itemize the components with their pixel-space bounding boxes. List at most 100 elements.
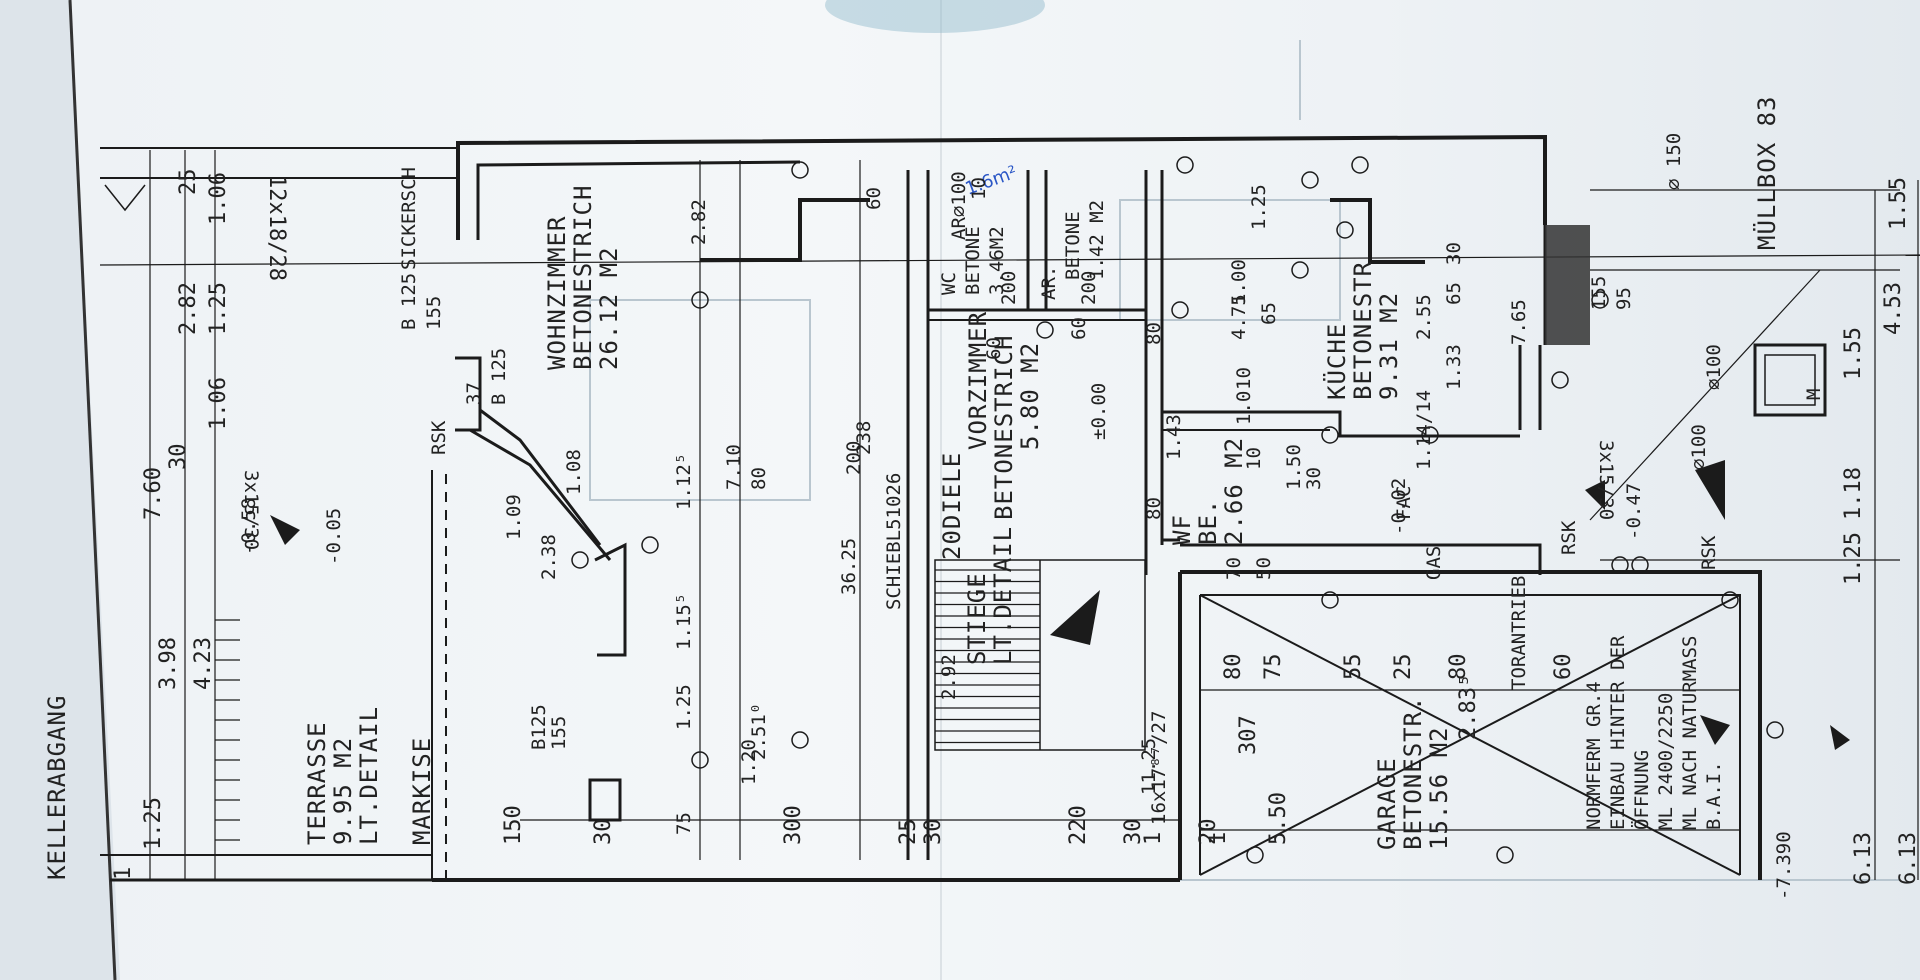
dimension-bottom-8: 20 <box>1196 819 1221 846</box>
paper-sheet <box>70 0 1920 980</box>
dimension-garage-3: 55 <box>1341 654 1366 681</box>
outlet-symbol <box>1721 591 1739 609</box>
outlet-symbol <box>571 551 589 569</box>
fac-label: FAC <box>1393 486 1415 520</box>
paper-fold <box>940 0 942 980</box>
dimension-misc-7: 2.51⁰ <box>748 703 770 760</box>
walls <box>100 134 1762 882</box>
dimension-misc-8: 36.25 <box>838 538 860 595</box>
stair-treads <box>935 569 1040 744</box>
garage-note-1: NORMFERM GR.4 <box>1583 681 1605 830</box>
outlet-symbol <box>1591 291 1609 309</box>
dimension-lines <box>99 150 1920 880</box>
level-0: ±0.00 <box>1088 383 1110 440</box>
outlet-symbol <box>1336 221 1354 239</box>
dimension-bottom-5: 220 <box>1066 805 1091 845</box>
dimension-misc-47: 70 <box>1223 557 1245 580</box>
level-m047: -0.47 <box>1623 483 1645 540</box>
dimension-misc-4: 1.25 <box>673 684 695 730</box>
dimension-misc-37: 65 <box>1443 282 1465 305</box>
kueche-floor: BETONESTR <box>1349 261 1377 400</box>
dimension-misc-11: 200 <box>843 441 865 475</box>
level-m002: -0.02 <box>1388 478 1410 535</box>
outlet-symbol <box>1176 156 1194 174</box>
dimension-misc-49: 10 <box>968 177 990 200</box>
dimension-misc-6: 1.20 <box>738 739 760 785</box>
dimension-misc-10: 238 <box>853 421 875 455</box>
dimension-misc-36: 2.55 <box>1413 294 1435 340</box>
terrasse-markise: MARKISE <box>408 737 436 845</box>
garage-name: GARAGE <box>1373 757 1401 850</box>
dimension-misc-23: 37 <box>463 382 485 405</box>
outlet-symbol <box>1291 261 1309 279</box>
dimension-misc-27: 155 <box>548 716 570 750</box>
dimension-left-8: 4.23 <box>191 637 216 690</box>
dimension-bottom-6: 30 <box>1121 819 1146 846</box>
garage-note-6: B.A.I. <box>1703 761 1725 830</box>
dimension-misc-12: 80 <box>748 467 770 490</box>
level-m005: -0.05 <box>323 508 345 565</box>
dimension-left-7: 3.98 <box>156 637 181 690</box>
wf-area: 2.66 M2 <box>1220 437 1248 545</box>
dimension-misc-46: 1.0 <box>1233 391 1255 425</box>
outlet-symbol <box>1246 846 1264 864</box>
outlet-symbol <box>1421 426 1439 444</box>
outlet-symbol <box>1631 556 1649 574</box>
rsk-label-3: RSK <box>1698 535 1720 570</box>
gas-label: GAS <box>1423 546 1445 580</box>
torantrieb-label: TORANTRIEB <box>1508 576 1530 690</box>
dimension-garage-0: 307 <box>1236 715 1261 755</box>
dimension-misc-31: 10 <box>1233 367 1255 390</box>
kellerabgang-label: KELLERABGANG <box>43 695 71 880</box>
outlet-symbol <box>1351 156 1369 174</box>
sickersch-label: SICKERSCH <box>398 167 420 270</box>
keller-arrow <box>104 184 146 212</box>
wohnzimmer-area: 26.12 M2 <box>595 246 623 370</box>
stairs-outer-label: 12x18/28 <box>264 175 289 281</box>
outlet-symbol <box>1551 371 1569 389</box>
outlet-symbol <box>1171 301 1189 319</box>
dimension-right-6: 6.13 <box>1896 832 1920 885</box>
arrow-marks <box>270 460 1850 750</box>
stairs-small-label-2: 3x15/30 <box>1595 440 1617 520</box>
dimension-garage-6: 60 <box>1551 654 1576 681</box>
terrasse-area: 9.95 M2 <box>329 737 357 845</box>
schiebe-label: SCHIEBL51026 <box>883 473 905 610</box>
dimension-left-9: 1.25 <box>141 797 166 850</box>
outlet-symbol <box>1321 426 1339 444</box>
terrasse-detail: LT.DETAIL <box>355 706 383 845</box>
outlet-symbol <box>791 161 809 179</box>
dimension-right-4: 1.25 <box>1841 532 1866 585</box>
dimension-misc-9: 2.92 <box>938 654 960 700</box>
dimension-misc-16: 60 <box>983 337 1005 360</box>
outlet-symbol <box>791 731 809 749</box>
wc-area: 3.46M2 <box>986 226 1008 295</box>
stairs-small-label-1: 3x15/30 <box>240 470 262 550</box>
dimension-right-3: 1.18 <box>1841 467 1866 520</box>
rsk-label-1: RSK <box>428 420 450 455</box>
ar-name: AR. <box>1038 266 1060 300</box>
outlet-symbol <box>1766 721 1784 739</box>
d150-label: ⌀ 150 <box>1663 133 1685 190</box>
wf-floor: BE. <box>1194 499 1222 545</box>
dimension-misc-5: 75 <box>673 812 695 835</box>
level-7390: -7.390 <box>1773 831 1795 900</box>
dimension-garage-7: 2.83⁵ <box>1456 674 1481 740</box>
dimension-left-6: 7.60 <box>141 467 166 520</box>
dimension-left-5: 30 <box>166 444 191 471</box>
stairs-main-label: 16x17⁸⁷/27 <box>1148 711 1170 825</box>
dimension-bottom-10: 5.50 <box>1266 792 1291 845</box>
dimension-misc-50: 60 <box>863 187 885 210</box>
dimension-misc-30: 95 <box>1613 287 1635 310</box>
page-edge-line <box>68 0 117 980</box>
dimension-misc-38: 30 <box>1443 242 1465 265</box>
dimension-bottom-9: 1 <box>1206 832 1231 845</box>
room-labels: WOHNZIMMER BETONESTRICH 26.12 M2 TERRASS… <box>43 96 1825 901</box>
hatched-chimney <box>1545 225 1590 345</box>
stiege-detail: LT.DETAIL <box>989 526 1017 665</box>
dimension-misc-20: 80 <box>1143 322 1165 345</box>
dimension-misc-39: 1.33 <box>1443 344 1465 390</box>
stiege-name: STIEGE <box>963 572 991 665</box>
vorzimmer-floor: BETONESTRICH <box>990 335 1018 520</box>
